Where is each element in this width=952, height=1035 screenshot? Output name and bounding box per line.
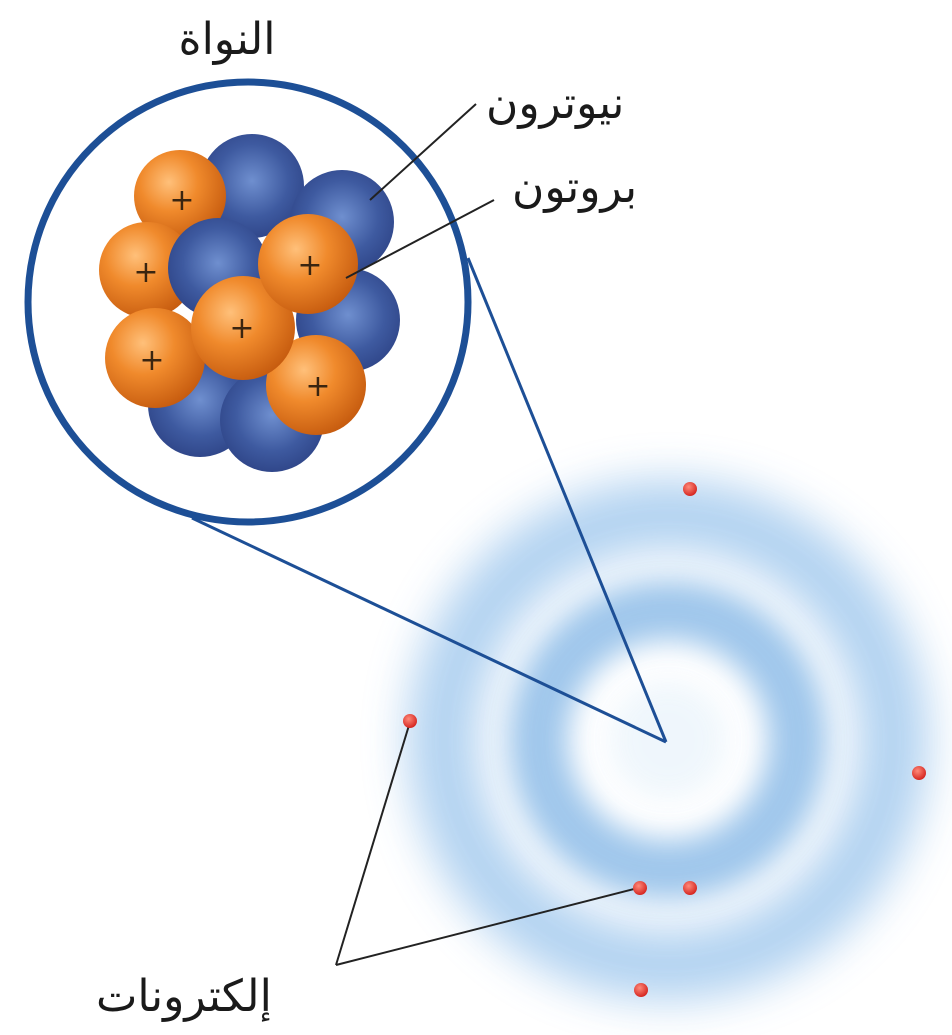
electron <box>683 881 697 895</box>
electron-cloud <box>443 515 893 965</box>
proton-charge: + <box>297 248 322 283</box>
neutron-label: نيوترون <box>486 82 624 126</box>
electrons-label: إلكترونات <box>96 975 272 1019</box>
nucleus-label: النواة <box>162 18 292 62</box>
proton-label: بروتون <box>512 166 637 210</box>
proton-charge: + <box>169 183 194 218</box>
proton-charge: + <box>133 255 158 290</box>
electron <box>633 881 647 895</box>
electron <box>912 766 926 780</box>
proton-charge: + <box>229 311 254 346</box>
nucleus-magnifier: + + + + + + <box>28 82 494 522</box>
electron <box>683 482 697 496</box>
proton-charge: + <box>305 369 330 404</box>
electron <box>403 714 417 728</box>
proton-charge: + <box>139 343 164 378</box>
electron <box>634 983 648 997</box>
